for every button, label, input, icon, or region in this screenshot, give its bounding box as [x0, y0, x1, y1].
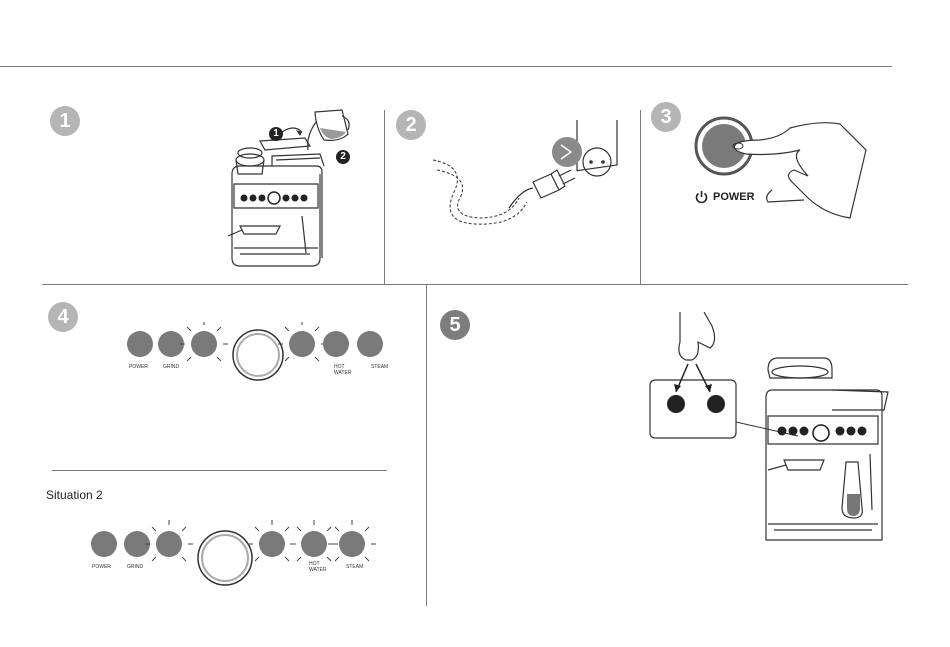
divider-4-5: [426, 284, 427, 606]
step-badge-4: 4: [48, 302, 78, 332]
step-badge-1: 1: [50, 106, 80, 136]
button-label-power-1: POWER: [129, 364, 148, 370]
top-rule: [0, 66, 892, 67]
row-divider: [42, 284, 908, 285]
button-label-grind-2: GRIND: [127, 564, 143, 570]
situation-divider: [52, 470, 387, 471]
button-label-power-2: POWER: [92, 564, 111, 570]
button-label-steam-2: STEAM: [346, 564, 363, 570]
espresso-machine-fill-water-illustration: [220, 108, 365, 273]
step-badge-3: 3: [651, 102, 681, 132]
divider-1-2: [384, 110, 385, 284]
power-label: POWER: [713, 191, 755, 203]
marker-2: 2: [336, 150, 350, 164]
marker-1: 1: [269, 127, 283, 141]
button-label-grind-1: GRIND: [163, 364, 179, 370]
divider-2-3: [640, 110, 641, 284]
situation-2-label: Situation 2: [46, 488, 103, 502]
press-power-illustration: [690, 114, 870, 224]
plug-into-socket-illustration: [425, 120, 625, 235]
control-panel-situation-1: [118, 322, 400, 390]
button-label-hot-water-2: HOT WATER: [309, 561, 329, 573]
control-panel-situation-2: [82, 518, 382, 590]
step-badge-5: 5: [440, 310, 470, 340]
power-icon: [694, 190, 709, 205]
button-label-steam-1: STEAM: [371, 364, 388, 370]
brew-espresso-illustration: [648, 312, 894, 552]
button-label-hot-water-1: HOT WATER: [334, 364, 354, 376]
step-badge-2: 2: [396, 110, 426, 140]
